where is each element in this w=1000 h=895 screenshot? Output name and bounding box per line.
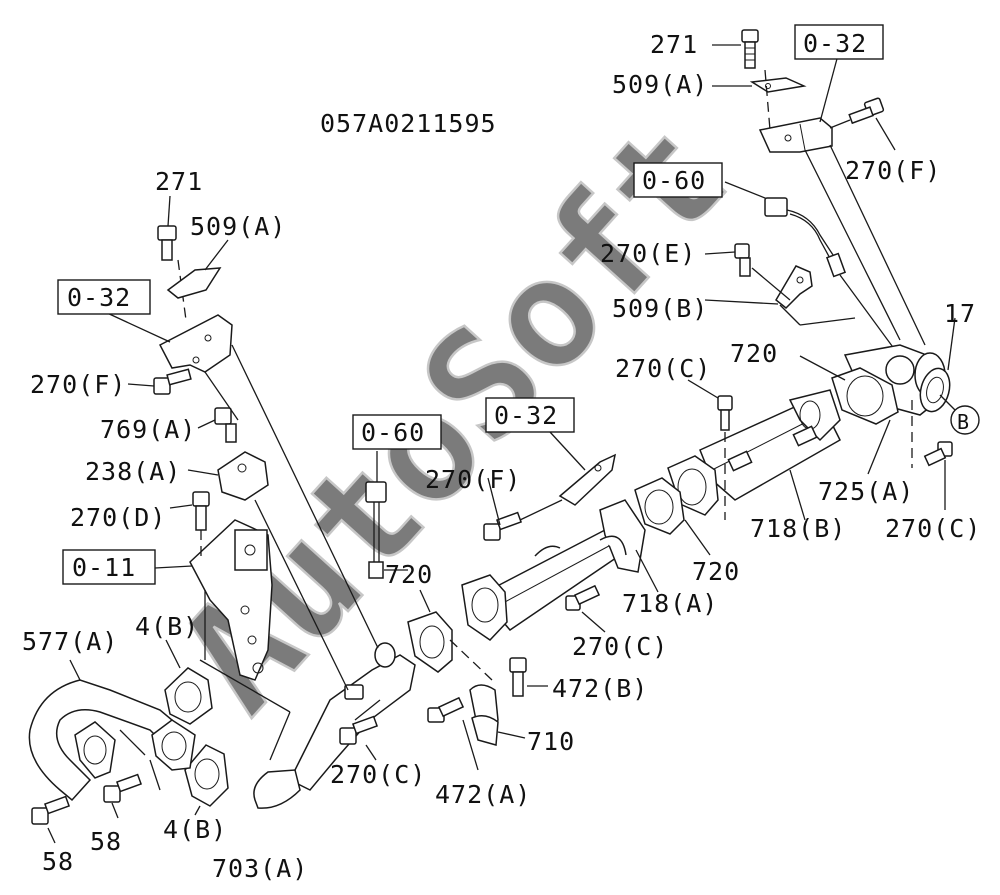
label-577a: 577(A)	[22, 627, 118, 656]
label-271-top: 271	[650, 30, 698, 59]
egr-cooler-718b-icon	[699, 389, 841, 501]
clamp-710-icon	[469, 684, 499, 746]
label-509a-left: 509(A)	[190, 212, 286, 241]
sensor-0-60-mid-icon	[365, 481, 387, 579]
label-270c-mid: 270(C)	[572, 632, 668, 661]
bracket-0-11-icon	[189, 519, 273, 681]
label-720-left: 720	[385, 560, 433, 589]
ref-0-11[interactable]: 0-11	[72, 553, 136, 582]
ref-box-0-11[interactable]	[62, 549, 156, 585]
label-769a: 769(A)	[100, 415, 196, 444]
ref-0-32-left[interactable]: 0-32	[67, 283, 131, 312]
label-509a-top: 509(A)	[612, 70, 708, 99]
ref-box-0-60-top[interactable]	[633, 162, 723, 198]
label-720-mid: 720	[692, 557, 740, 586]
ref-0-60-mid[interactable]: 0-60	[361, 418, 425, 447]
label-270f-mid: 270(F)	[425, 465, 521, 494]
label-718b: 718(B)	[750, 514, 846, 543]
bolt-270c-mid-icon	[565, 584, 601, 611]
diagram-code: 057A0211595	[320, 109, 497, 138]
bracket-0-32-mid-icon	[558, 453, 617, 506]
ref-box-0-32-left[interactable]	[57, 279, 151, 315]
label-710: 710	[527, 727, 575, 756]
reference-b-circle	[950, 405, 980, 435]
ref-box-0-60-mid[interactable]	[352, 414, 442, 450]
bolt-270f-mid-icon	[483, 511, 523, 541]
label-58-right: 58	[90, 827, 122, 856]
gasket-4b-bot-icon	[184, 744, 229, 807]
ref-0-32-mid[interactable]: 0-32	[494, 401, 558, 430]
label-58-left: 58	[42, 847, 74, 876]
label-472b: 472(B)	[552, 674, 648, 703]
label-270c-low: 270(C)	[330, 760, 426, 789]
bracket-238a-icon	[217, 451, 269, 501]
bracket-509a-top-icon	[749, 77, 807, 93]
exhaust-pipe-577a-icon	[28, 679, 196, 802]
gasket-720-small-icon	[407, 611, 453, 673]
bolt-270c-right-icon	[923, 441, 953, 467]
sensor-connector-icon	[764, 197, 847, 278]
label-17: 17	[944, 299, 976, 328]
label-703a: 703(A)	[212, 854, 308, 883]
gasket-720-top-icon	[831, 367, 899, 425]
ref-0-60-top[interactable]: 0-60	[642, 166, 706, 195]
bolt-58-right-icon	[103, 773, 143, 803]
bracket-0-32-left-icon	[158, 314, 233, 373]
gasket-720-mid-b-icon	[634, 477, 685, 535]
label-725a: 725(A)	[818, 477, 914, 506]
bolt-270f-left-icon	[153, 368, 192, 395]
bracket-509b-icon	[775, 265, 813, 310]
ref-box-0-32-top[interactable]	[794, 24, 884, 60]
bolt-472b-icon	[509, 657, 527, 697]
bolt-769a-icon	[214, 407, 237, 443]
bolt-270c-low-icon	[339, 715, 379, 745]
bracket-0-32-top-icon	[758, 117, 833, 153]
bolt-270c-top-icon	[717, 395, 733, 431]
ref-0-32-top[interactable]: 0-32	[803, 29, 867, 58]
label-472a: 472(A)	[435, 780, 531, 809]
label-4b-top: 4(B)	[135, 612, 199, 641]
label-270f-top: 270(F)	[845, 156, 941, 185]
label-270d: 270(D)	[70, 503, 166, 532]
label-270f-left: 270(F)	[30, 370, 126, 399]
label-270c-right: 270(C)	[885, 514, 981, 543]
label-270c-top: 270(C)	[615, 354, 711, 383]
label-718a: 718(A)	[622, 589, 718, 618]
bolt-271-left-icon	[157, 225, 177, 261]
gasket-17-icon	[919, 367, 951, 413]
label-238a: 238(A)	[85, 457, 181, 486]
egr-cooler-718a-icon	[478, 499, 646, 631]
label-4b-bot: 4(B)	[163, 815, 227, 844]
bolt-270e-icon	[734, 243, 751, 277]
bracket-509a-left-icon	[166, 267, 222, 299]
gasket-720-left-icon	[461, 574, 508, 641]
bolt-270f-top-icon	[848, 97, 885, 125]
label-509b: 509(B)	[612, 294, 708, 323]
bolt-58-left-icon	[31, 795, 71, 825]
bolt-270d-icon	[192, 491, 210, 531]
exhaust-pipe-703a-icon	[253, 642, 416, 809]
label-271-left: 271	[155, 167, 203, 196]
ref-box-0-32-mid[interactable]	[485, 397, 575, 433]
bolt-472a-icon	[427, 696, 465, 723]
gasket-4b-top-icon	[164, 667, 213, 725]
label-720-top: 720	[730, 339, 778, 368]
reference-b-label: B	[957, 410, 970, 434]
label-270e: 270(E)	[600, 239, 696, 268]
bolt-271-top-icon	[741, 29, 759, 69]
